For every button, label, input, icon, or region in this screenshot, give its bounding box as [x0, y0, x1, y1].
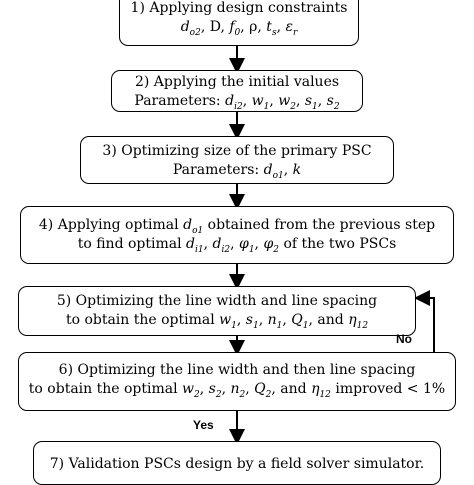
step-6-detail: to obtain the optimal w2, s2, n2, Q2, an… — [28, 381, 446, 400]
step-6-title: 6) Optimizing the line width and then li… — [58, 362, 416, 378]
step-1-box: 1) Applying design constraints do2, D, f… — [119, 0, 359, 46]
step-7-box: 7) Validation PSCs design by a field sol… — [33, 441, 441, 485]
step-1-parameters: do2, D, f0, ρ, ts, εr — [180, 19, 298, 38]
step-3-parameters: Parameters: do1, k — [172, 162, 302, 181]
step-5-box: 5) Optimizing the line width and line sp… — [18, 286, 416, 336]
step-3-box: 3) Optimizing size of the primary PSC Pa… — [80, 136, 394, 184]
step-5-detail: to obtain the optimal w1, s1, n1, Q1, an… — [65, 312, 369, 331]
step-4-box: 4) Applying optimal do1 obtained from th… — [20, 206, 454, 264]
step-2-title: 2) Applying the initial values — [134, 74, 340, 90]
arrow-no-loop — [414, 290, 435, 354]
step-2-parameters: Parameters: di2, w1, w2, s1, s2 — [134, 93, 340, 112]
step-1-title: 1) Applying design constraints — [130, 0, 348, 16]
flow-connectors — [229, 46, 435, 445]
yes-label: Yes — [193, 418, 214, 432]
step-4-title: 4) Applying optimal do1 obtained from th… — [38, 217, 436, 236]
step-7-title: 7) Validation PSCs design by a field sol… — [49, 456, 425, 472]
step-2-box: 2) Applying the initial values Parameter… — [111, 70, 363, 112]
step-4-detail: to find optimal di1, di2, φ1, φ2 of the … — [77, 236, 397, 255]
step-5-title: 5) Optimizing the line width and line sp… — [56, 293, 378, 309]
step-3-title: 3) Optimizing size of the primary PSC — [102, 143, 372, 159]
no-label: No — [396, 332, 412, 346]
step-6-box: 6) Optimizing the line width and then li… — [18, 352, 456, 411]
